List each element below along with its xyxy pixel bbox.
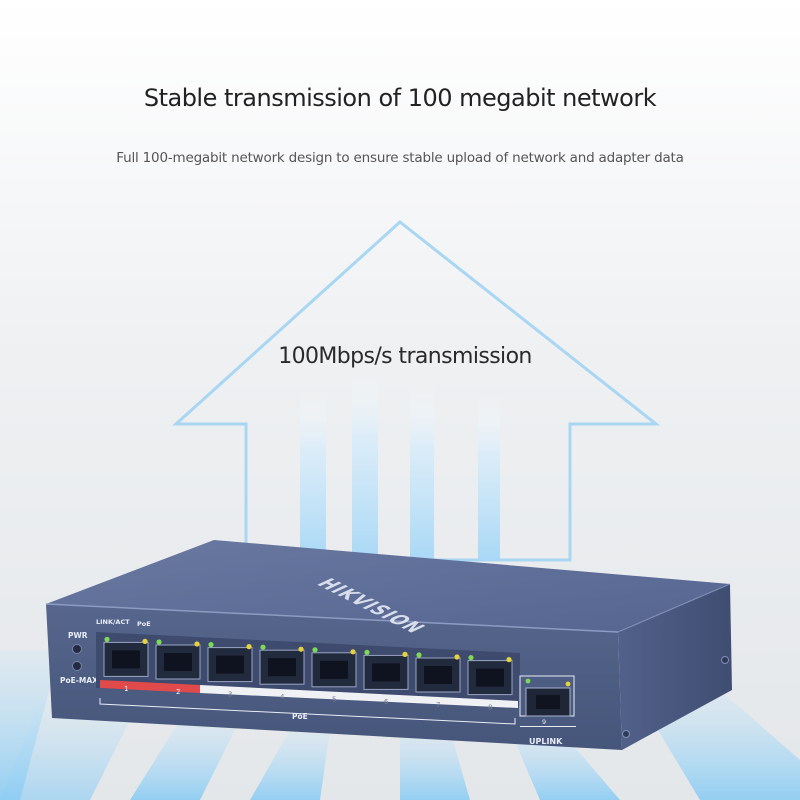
poe-led xyxy=(142,638,148,645)
ethernet-port xyxy=(467,655,513,696)
switch-side-face xyxy=(618,584,732,750)
link-led xyxy=(104,636,110,643)
port-number: 5 xyxy=(332,696,336,704)
port-number-strip xyxy=(200,685,518,708)
port-number: 6 xyxy=(384,698,389,706)
poe-led xyxy=(246,644,252,650)
poe-led xyxy=(298,646,304,652)
ethernet-port xyxy=(259,644,305,685)
arrow-label: 100Mbps/s transmission xyxy=(278,344,532,369)
port-number: 7 xyxy=(436,701,440,709)
link-led xyxy=(312,647,318,653)
poe-max-led xyxy=(72,661,82,671)
pwr-led xyxy=(72,644,82,654)
poe-led xyxy=(194,641,200,647)
port-socket xyxy=(268,658,296,677)
uplink-port xyxy=(519,675,575,717)
ethernet-port xyxy=(415,652,461,693)
port-numbers: 1 2 3 4 5 6 7 8 xyxy=(124,685,492,711)
port-highlight-strip xyxy=(100,680,200,693)
ethernet-port xyxy=(363,649,409,690)
screw-icon xyxy=(721,656,729,664)
port-socket xyxy=(216,655,244,674)
port-number: 1 xyxy=(124,685,128,693)
uplink-label: UPLINK xyxy=(529,737,563,746)
light-beams xyxy=(300,370,500,560)
poe-group-label: PoE xyxy=(292,712,308,721)
port-socket xyxy=(476,668,504,687)
port-socket xyxy=(320,660,348,679)
poe-led-label: PoE xyxy=(137,620,151,628)
ethernet-port xyxy=(207,642,253,683)
ethernet-ports xyxy=(103,636,513,696)
port-socket xyxy=(164,653,192,671)
port-number: 2 xyxy=(176,688,180,696)
port-jack xyxy=(415,657,461,693)
uplink-led xyxy=(565,681,571,687)
poe-led xyxy=(506,657,512,663)
poe-max-label: PoE-MAX xyxy=(60,676,98,685)
poe-bracket xyxy=(99,698,516,725)
ethernet-port xyxy=(155,639,201,680)
uplink-led xyxy=(525,678,531,684)
headline: Stable transmission of 100 megabit netwo… xyxy=(143,84,657,112)
link-led xyxy=(156,639,162,645)
port-number: 8 xyxy=(488,703,492,711)
subline: Full 100-megabit network design to ensur… xyxy=(116,150,684,166)
pwr-label: PWR xyxy=(68,631,88,640)
ethernet-port xyxy=(103,636,149,677)
link-led xyxy=(468,655,474,661)
port-number: 4 xyxy=(280,693,285,701)
link-led xyxy=(416,652,422,658)
ethernet-port xyxy=(311,647,357,688)
link-led xyxy=(260,644,266,650)
switch-top-face xyxy=(46,540,730,632)
link-led xyxy=(208,642,214,648)
poe-led xyxy=(402,651,408,658)
port-socket xyxy=(112,650,140,669)
poe-led xyxy=(350,649,356,655)
port-socket xyxy=(372,663,400,682)
screw-icon xyxy=(622,730,630,738)
uplink-number: 9 xyxy=(542,718,546,726)
link-act-label: LINK/ACT xyxy=(96,618,130,626)
link-led xyxy=(364,649,370,656)
port-socket xyxy=(424,666,452,684)
port-number: 3 xyxy=(228,690,232,698)
poe-led xyxy=(454,654,460,660)
